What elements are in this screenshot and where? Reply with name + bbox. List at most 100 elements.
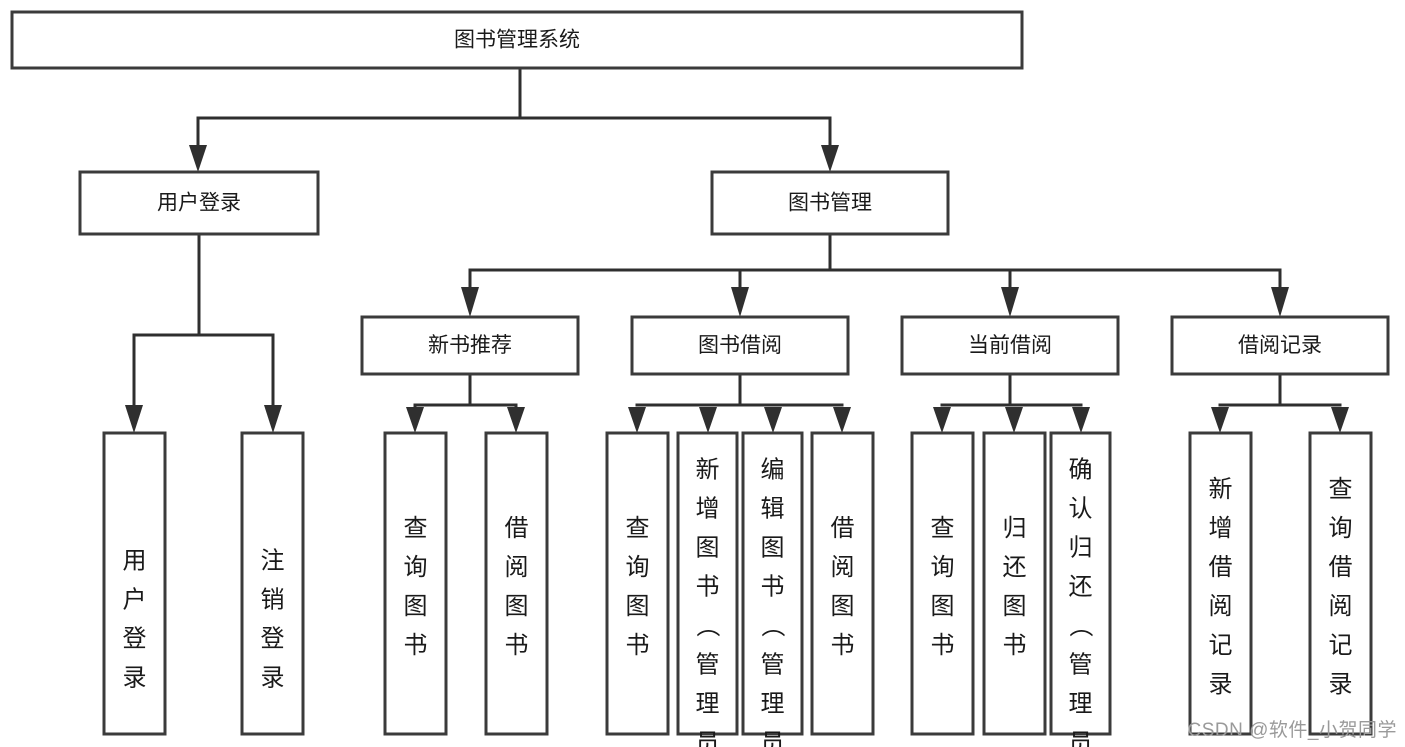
leaf-box-leaf-query-book-current <box>910 431 975 736</box>
svg-text:图: 图 <box>761 534 785 561</box>
connector-layer <box>125 66 1349 433</box>
svg-text:书: 书 <box>1003 632 1027 659</box>
arrow-leaf-borrow-book <box>833 407 851 433</box>
node-box-current-borrow <box>900 315 1120 376</box>
svg-text:查: 查 <box>404 515 428 542</box>
arrow-new-book-recommend <box>461 287 479 317</box>
svg-text:新: 新 <box>696 456 720 483</box>
arrow-leaf-edit-book-admin <box>764 407 782 433</box>
leaf-box-leaf-borrow-book-new <box>484 431 549 736</box>
svg-text:图: 图 <box>696 534 720 561</box>
svg-text:销: 销 <box>261 586 285 613</box>
svg-text:户: 户 <box>123 586 147 613</box>
svg-text:查: 查 <box>626 515 650 542</box>
leaf-box-leaf-logout <box>240 431 305 736</box>
node-box-borrow-record <box>1170 315 1390 376</box>
svg-text:询: 询 <box>931 554 955 581</box>
node-current-borrow[interactable]: 当前借阅 <box>900 315 1120 376</box>
node-box-root <box>10 10 1024 70</box>
svg-text:图: 图 <box>1003 593 1027 620</box>
svg-text:增: 增 <box>1209 515 1233 542</box>
svg-text:管: 管 <box>696 651 720 678</box>
svg-text:借: 借 <box>505 515 529 542</box>
svg-text:阅: 阅 <box>1329 593 1353 620</box>
svg-text:书: 书 <box>404 632 428 659</box>
node-borrow-record[interactable]: 借阅记录 <box>1170 315 1390 376</box>
svg-text:书: 书 <box>626 632 650 659</box>
svg-text:询: 询 <box>626 554 650 581</box>
svg-text:借: 借 <box>1329 554 1353 581</box>
arrow-leaf-user-login <box>125 405 143 433</box>
svg-text:借: 借 <box>831 515 855 542</box>
node-label-new-book-recommend: 新书推荐 <box>428 334 512 357</box>
node-box-book-management <box>710 170 950 236</box>
svg-text:（: （ <box>1067 613 1094 637</box>
svg-text:阅: 阅 <box>1209 593 1233 620</box>
svg-text:查: 查 <box>931 515 955 542</box>
leaf-box-leaf-query-book-borrow <box>605 431 670 736</box>
svg-text:员: 员 <box>761 729 785 747</box>
svg-text:书: 书 <box>761 573 785 600</box>
node-label-book-borrow: 图书借阅 <box>698 334 782 357</box>
svg-text:记: 记 <box>1329 632 1353 659</box>
svg-text:员: 员 <box>696 729 720 747</box>
svg-text:图: 图 <box>404 593 428 620</box>
node-label-book-management: 图书管理 <box>788 192 872 215</box>
node-book-borrow[interactable]: 图书借阅 <box>630 315 850 376</box>
svg-text:借: 借 <box>1209 554 1233 581</box>
leaf-box-leaf-query-book-new <box>383 431 448 736</box>
node-root[interactable]: 图书管理系统 <box>10 10 1024 70</box>
svg-text:记: 记 <box>1209 632 1233 659</box>
leaf-box-leaf-add-borrow-record <box>1188 431 1253 736</box>
node-user-login[interactable]: 用户登录 <box>78 170 320 236</box>
svg-text:登: 登 <box>261 625 285 652</box>
arrow-leaf-confirm-return-admin <box>1072 407 1090 433</box>
svg-text:用: 用 <box>123 547 147 574</box>
svg-text:辑: 辑 <box>761 495 785 522</box>
arrow-book-borrow <box>731 287 749 317</box>
svg-text:书: 书 <box>696 573 720 600</box>
node-new-book-recommend[interactable]: 新书推荐 <box>360 315 580 376</box>
svg-text:确: 确 <box>1069 456 1093 483</box>
leaf-box-leaf-query-borrow-record <box>1308 431 1373 736</box>
csdn-watermark: CSDN @软件_小贺同学 <box>1187 720 1397 741</box>
svg-text:编: 编 <box>761 456 785 483</box>
svg-text:阅: 阅 <box>505 554 529 581</box>
svg-text:注: 注 <box>261 547 285 574</box>
leaf-leaf-user-login[interactable]: 用户登录 <box>102 431 167 736</box>
node-book-management[interactable]: 图书管理 <box>710 170 950 236</box>
svg-text:增: 增 <box>696 495 720 522</box>
svg-text:理: 理 <box>1069 690 1093 717</box>
svg-text:认: 认 <box>1069 495 1093 522</box>
svg-text:询: 询 <box>1329 515 1353 542</box>
svg-text:归: 归 <box>1069 534 1093 561</box>
node-layer: 图书管理系统用户登录图书管理新书推荐图书借阅当前借阅借阅记录用户登录注销登录查询… <box>10 10 1390 747</box>
arrow-leaf-query-borrow-record <box>1331 407 1349 433</box>
svg-text:还: 还 <box>1003 554 1027 581</box>
node-label-root: 图书管理系统 <box>454 29 580 52</box>
node-box-user-login <box>78 170 320 236</box>
svg-text:图: 图 <box>931 593 955 620</box>
